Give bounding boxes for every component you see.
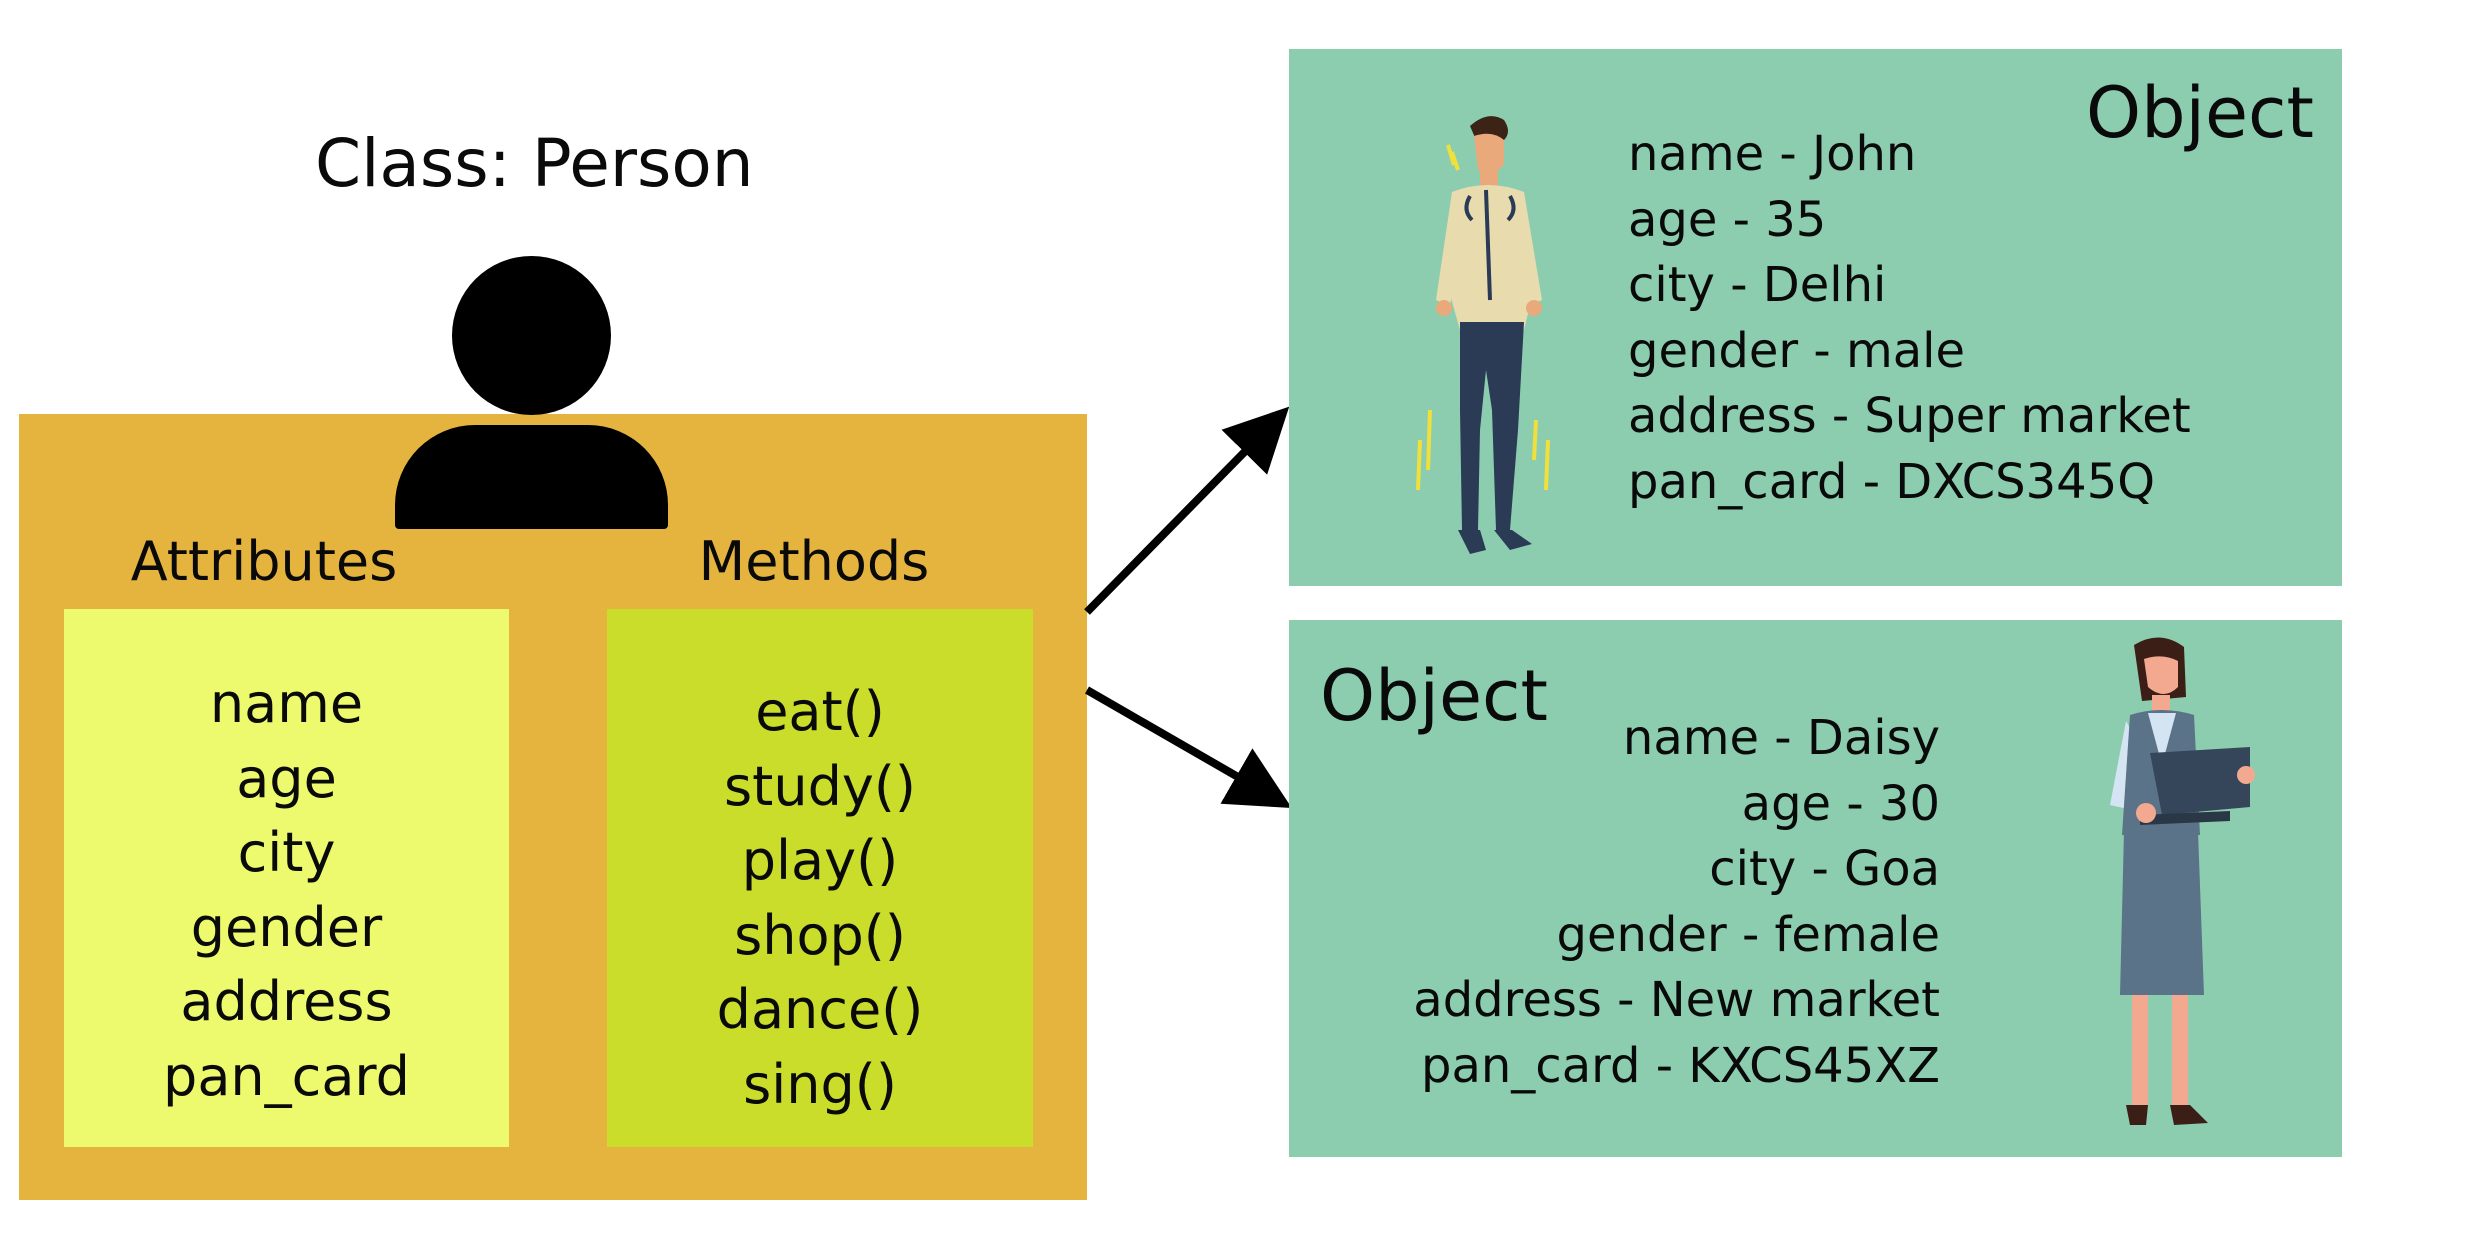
object-1-title: Object	[2086, 72, 2314, 154]
object-1-properties: name - John age - 35 city - Delhi gender…	[1628, 122, 2191, 515]
arrow-to-object-2	[1085, 686, 1292, 808]
methods-label: Methods	[698, 530, 930, 593]
attributes-panel: name age city gender address pan_card	[64, 609, 509, 1147]
method-item: study()	[724, 754, 916, 818]
method-item: sing()	[743, 1052, 897, 1116]
arrow-to-object-1	[1084, 406, 1290, 615]
method-item: play()	[741, 829, 899, 892]
object-1-prop: name - John	[1628, 126, 1917, 182]
attribute-item: age	[236, 746, 337, 810]
method-item: shop()	[734, 903, 906, 967]
object-2-title: Object	[1320, 655, 1548, 737]
attribute-item: city	[237, 821, 336, 884]
object-2-prop: gender - female	[1556, 906, 1940, 963]
attribute-item: pan_card	[163, 1044, 410, 1108]
methods-panel: eat() study() play() shop() dance() sing…	[607, 609, 1033, 1147]
method-item: dance()	[716, 978, 924, 1041]
woman-with-laptop-illustration	[2110, 637, 2255, 1125]
object-2-prop: pan_card - KXCS45XZ	[1421, 1037, 1940, 1094]
person-body	[395, 425, 668, 529]
object-2-prop: city - Goa	[1709, 841, 1940, 897]
man-illustration	[1416, 116, 1550, 554]
class-title: Class: Person	[315, 125, 754, 202]
object-1-prop: address - Super market	[1628, 388, 2191, 444]
attributes-label: Attributes	[130, 530, 398, 593]
object-2-properties: name - Daisy age - 30 city - Goa gender …	[1400, 706, 1940, 1099]
attribute-item: gender	[190, 895, 383, 959]
attribute-item: name	[209, 672, 364, 735]
object-2-prop: address - New market	[1413, 972, 1940, 1028]
object-1-prop: gender - male	[1628, 322, 1966, 379]
object-2-prop: age - 30	[1741, 775, 1940, 832]
object-2-prop: name - Daisy	[1622, 710, 1940, 766]
attribute-item: address	[180, 970, 393, 1033]
method-item: eat()	[755, 680, 885, 743]
object-1-prop: pan_card - DXCS345Q	[1628, 453, 2156, 510]
object-1-prop: city - Delhi	[1628, 257, 1887, 313]
person-head	[452, 256, 611, 415]
object-1-prop: age - 35	[1628, 191, 1827, 248]
